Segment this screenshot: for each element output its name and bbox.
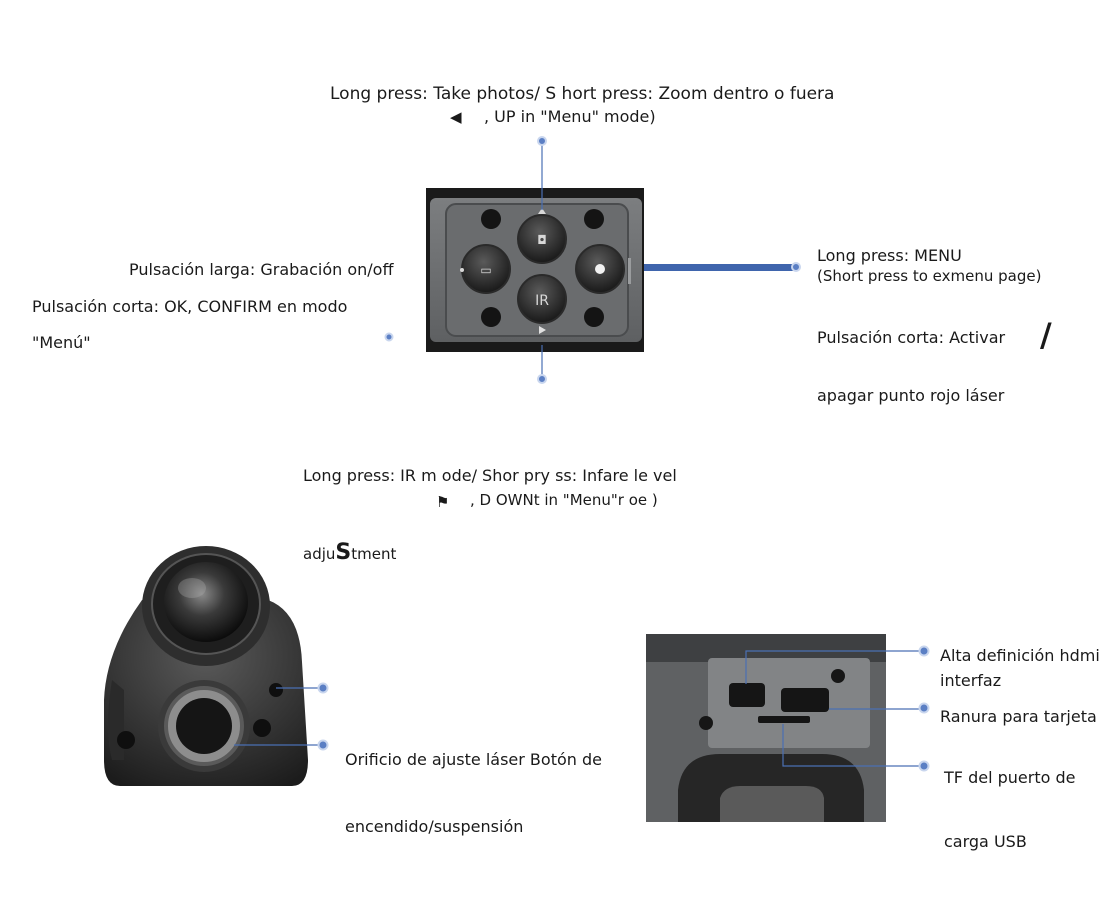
right-label-line4: apagar punto rojo láser	[817, 386, 1005, 405]
left-label-line3: "Menú"	[32, 333, 91, 352]
bottom-label-line1: Long press: IR m ode/ Shor pry ss: Infar…	[303, 466, 677, 485]
left-label-line2: Pulsación corta: OK, CONFIRM en modo	[32, 297, 348, 316]
bottom-label-line2: , D OWNt in "Menu"r oe )	[470, 491, 658, 509]
top-label-line1: Long press: Take photos/ S hort press: Z…	[330, 84, 835, 104]
ports-view	[646, 634, 886, 822]
camera-key-icon: ◘	[537, 233, 547, 247]
hdmi-label-2: interfaz	[940, 671, 1002, 690]
right-label-line3: Pulsación corta: Activar	[817, 328, 1006, 347]
record-key-icon: ▭	[480, 263, 491, 277]
slash-mark: /	[1040, 316, 1052, 354]
power-button-label: encendido/suspensión	[345, 817, 524, 836]
left-arrow-icon: ◀	[450, 108, 462, 126]
top-label-line2: , UP in "Menu" mode)	[484, 107, 656, 126]
ir-key-label: IR	[535, 293, 549, 309]
left-label-line1: Pulsación larga: Grabación on/off	[129, 260, 394, 279]
bottom-label-line3: adjuStment	[303, 540, 397, 565]
usb-label-2: carga USB	[944, 832, 1027, 851]
keypad-panel	[426, 188, 644, 352]
right-label-line1: Long press: MENU	[817, 246, 962, 265]
hdmi-label-1: Alta definición hdmi	[940, 646, 1100, 665]
laser-hole-label: Orificio de ajuste láser Botón de	[345, 750, 602, 769]
usb-label-1: TF del puerto de	[944, 768, 1076, 787]
right-label-line2: (Short press to exmenu page)	[817, 267, 1042, 285]
rear-view	[104, 546, 308, 786]
card-slot-label: Ranura para tarjeta	[940, 707, 1097, 726]
flag-icon: ⚑	[436, 493, 450, 511]
